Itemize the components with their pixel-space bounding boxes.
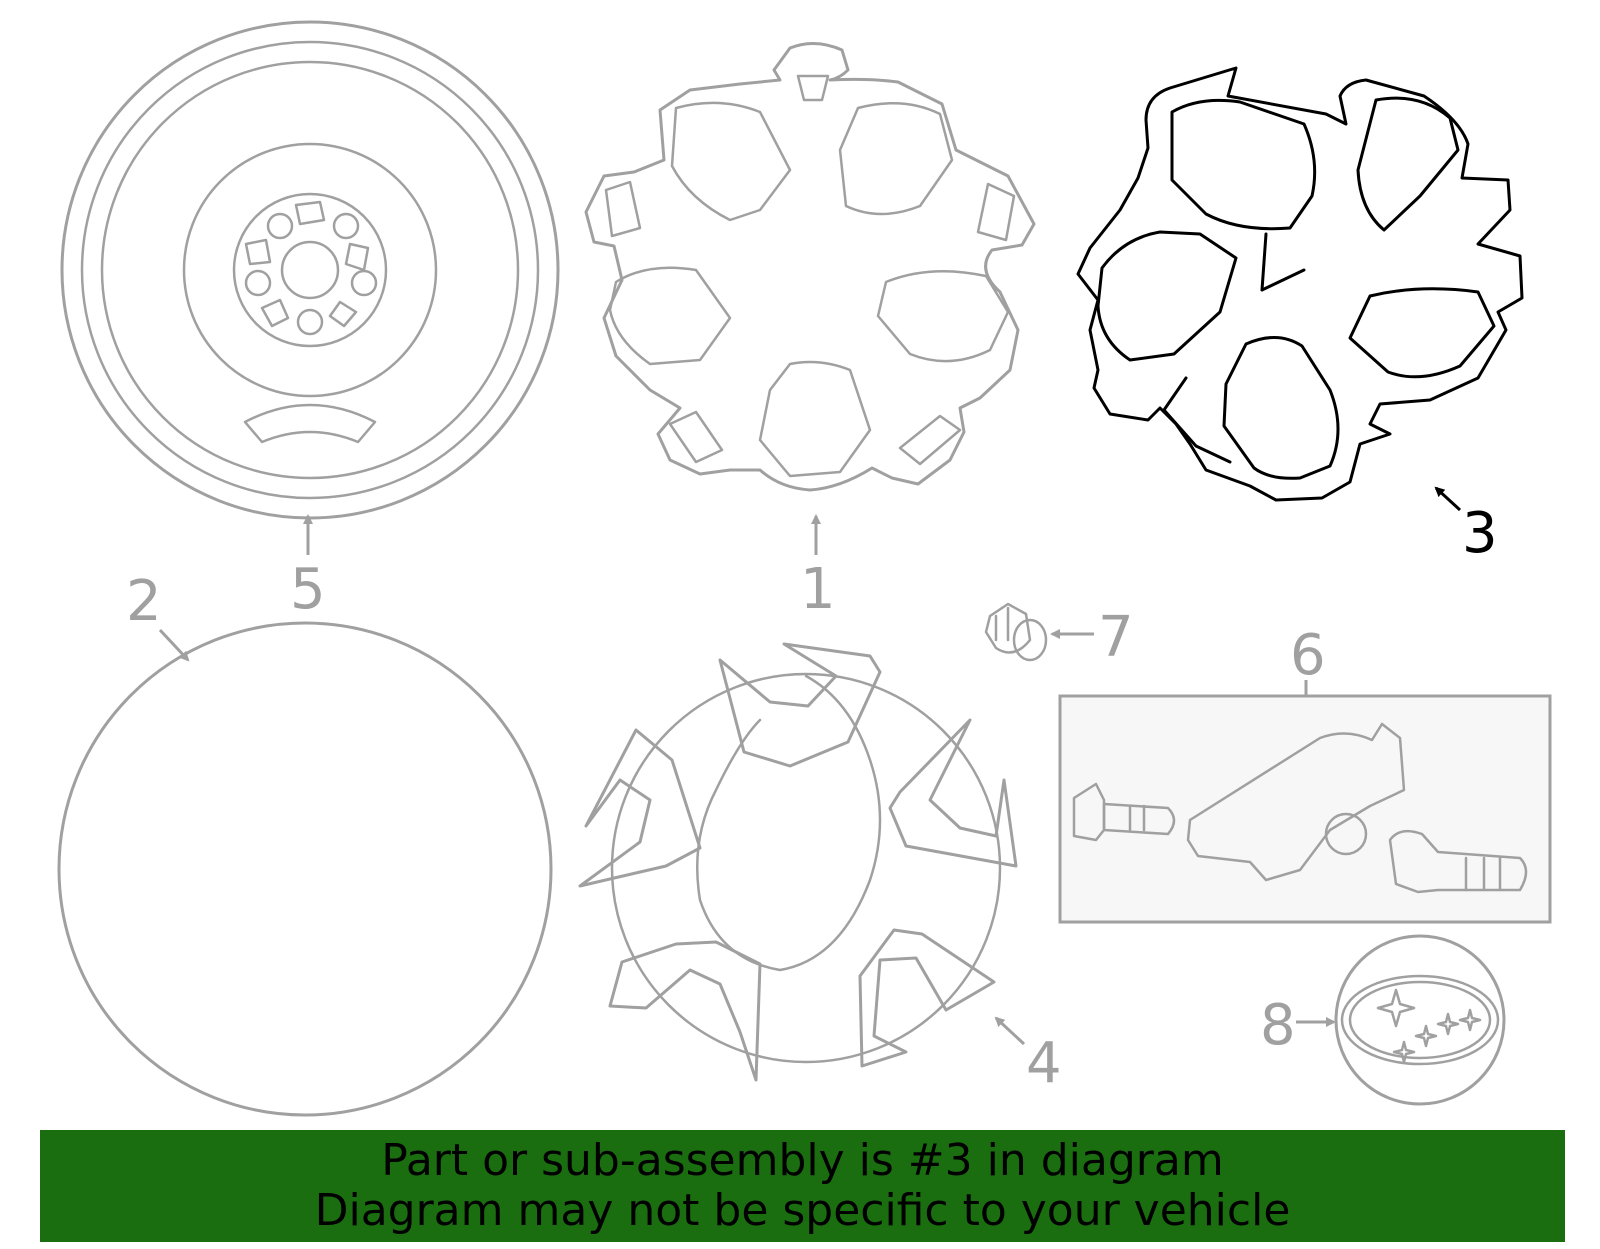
info-banner: Part or sub-assembly is #3 in diagram Di…	[40, 1130, 1565, 1242]
part-5-spare-wheel[interactable]	[60, 20, 560, 520]
part-2-spare-tire-cover[interactable]	[57, 621, 553, 1117]
banner-line-1: Part or sub-assembly is #3 in diagram	[381, 1135, 1224, 1186]
part-7-valve-cap[interactable]	[984, 602, 1048, 662]
part-3-ornament[interactable]	[1076, 66, 1524, 502]
callout-3-label: 3	[1462, 501, 1498, 566]
callout-1[interactable]: 1	[800, 514, 836, 622]
callout-2[interactable]: 2	[126, 569, 190, 662]
callout-1-label: 1	[800, 557, 836, 622]
callout-7-label: 7	[1098, 605, 1134, 670]
callout-8[interactable]: 8	[1260, 993, 1336, 1058]
part-4-center-cap[interactable]	[578, 642, 1018, 1082]
part-1-wheel-cover[interactable]	[584, 42, 1036, 492]
callout-3[interactable]: 3	[1434, 486, 1498, 566]
callout-4[interactable]: 4	[994, 1016, 1062, 1096]
callout-2-label: 2	[126, 569, 162, 634]
callout-4-label: 4	[1026, 1031, 1062, 1096]
part-6-tpms-sensor[interactable]	[1058, 694, 1552, 924]
part-8-emblem[interactable]	[1334, 934, 1506, 1106]
callout-6-label: 6	[1290, 623, 1326, 688]
banner-line-2: Diagram may not be specific to your vehi…	[314, 1185, 1291, 1236]
callout-5[interactable]: 5	[290, 514, 326, 622]
callout-5-label: 5	[290, 557, 326, 622]
callout-8-label: 8	[1260, 993, 1296, 1058]
callout-7[interactable]: 7	[1050, 605, 1134, 670]
callout-6[interactable]: 6	[1290, 623, 1326, 696]
